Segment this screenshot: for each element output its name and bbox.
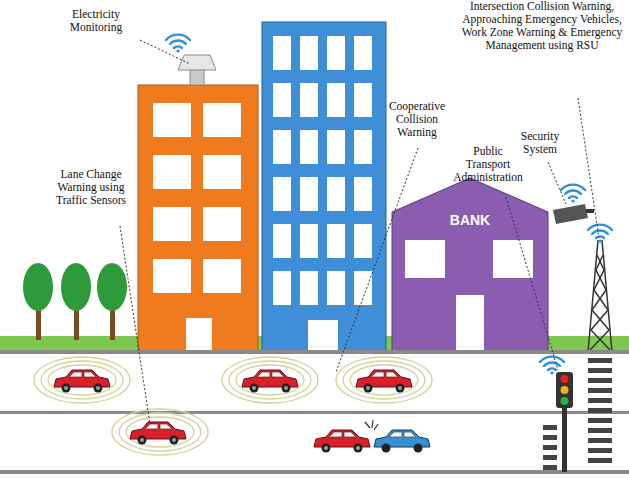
callout-label: Electricity Monitoring <box>55 8 137 34</box>
callout-label: Intersection Collision Warning, Approach… <box>458 0 626 52</box>
callout-label: Lane Change Warning using Traffic Sensor… <box>45 168 137 207</box>
callout-label: Public Transport Administration <box>452 145 524 184</box>
building-sign: BANK <box>442 214 498 227</box>
callout-label: Cooperative Collision Warning <box>382 100 452 139</box>
callout-label: Security System <box>514 130 566 156</box>
